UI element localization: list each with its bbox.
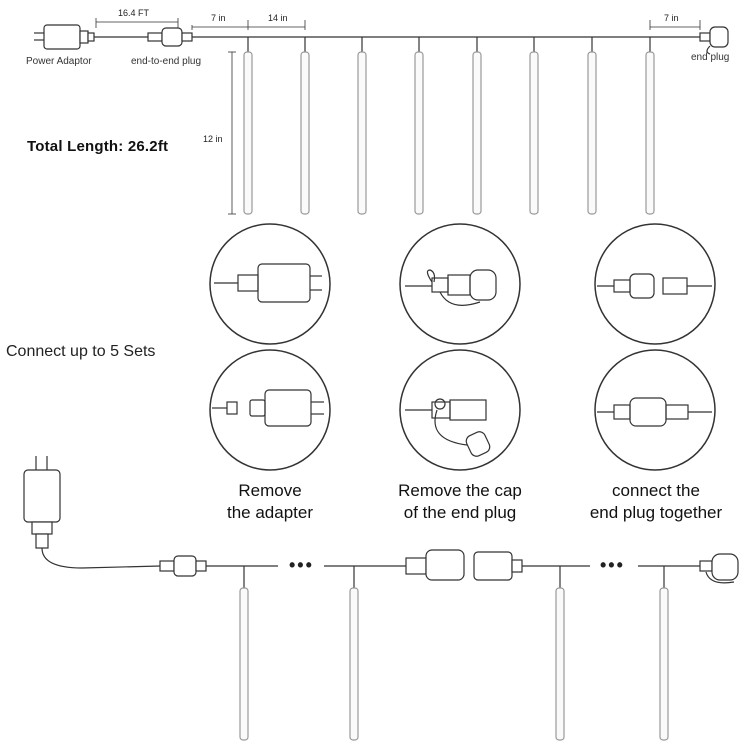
tube-length-label: 12 in (203, 134, 223, 144)
tube (472, 37, 482, 215)
step-3-caption: connect the end plug together (574, 480, 738, 524)
tube (529, 37, 539, 215)
connect-sets-heading: Connect up to 5 Sets (6, 343, 156, 360)
end-to-end-plug-icon (147, 27, 700, 47)
tube (357, 37, 367, 215)
spacing-last-label: 7 in (664, 13, 679, 23)
bottom-connector-pair-icon (405, 549, 590, 581)
step-2-caption: Remove the cap of the end plug (378, 480, 542, 524)
tube (239, 566, 249, 741)
tube (645, 37, 655, 215)
step-1-caption: Remove the adapter (210, 480, 330, 524)
tube (555, 566, 565, 741)
power-adaptor-label: Power Adaptor (26, 56, 92, 67)
end-plug-label: end plug (691, 52, 730, 63)
tube (659, 566, 669, 741)
total-length-label: Total Length: 26.2ft (27, 138, 169, 155)
step-2-line-2: of the end plug (403, 503, 517, 522)
step-1-adapter-circle (209, 223, 331, 345)
tube (349, 566, 359, 741)
tube (300, 37, 310, 215)
step-2-line-1: Remove the cap (398, 481, 522, 500)
bottom-end-to-end-plug-icon (159, 555, 278, 577)
tube (243, 37, 253, 215)
spacing-between-label: 14 in (268, 13, 288, 23)
tube (587, 37, 597, 215)
meteor-tubes-bottom (239, 566, 669, 741)
step-2-capped-plug-circle (399, 223, 521, 345)
step-3-joined-circle (594, 349, 716, 471)
cable-length-label: 16.4 FT (118, 8, 150, 18)
tube-length-dimension (228, 51, 236, 215)
step-2-cap-removed-circle (399, 349, 521, 471)
ellipsis-right: ••• (600, 555, 625, 575)
bottom-end-plug-icon (699, 553, 739, 584)
step-circles (209, 223, 716, 471)
meteor-tubes-top (243, 37, 655, 215)
end-plug-icon (699, 26, 729, 55)
cable-length-dimension (95, 18, 179, 28)
step-3-line-2: end plug together (589, 503, 723, 522)
step-3-line-1: connect the (612, 481, 700, 500)
end-to-end-plug-label: end-to-end plug (131, 56, 202, 67)
step-1-line-2: the adapter (226, 503, 313, 522)
step-1-line-1: Remove (238, 481, 302, 500)
step-3-plugs-circle (594, 223, 716, 345)
step-1-detached-circle (209, 349, 331, 471)
spacing-first-label: 7 in (211, 13, 226, 23)
top-diagram (34, 18, 729, 215)
tube (414, 37, 424, 215)
power-adaptor-icon (34, 24, 148, 50)
bottom-power-adaptor-icon (23, 456, 161, 569)
ellipsis-left: ••• (289, 555, 314, 575)
spacing-dimensions (191, 20, 701, 30)
bottom-diagram (23, 456, 739, 741)
